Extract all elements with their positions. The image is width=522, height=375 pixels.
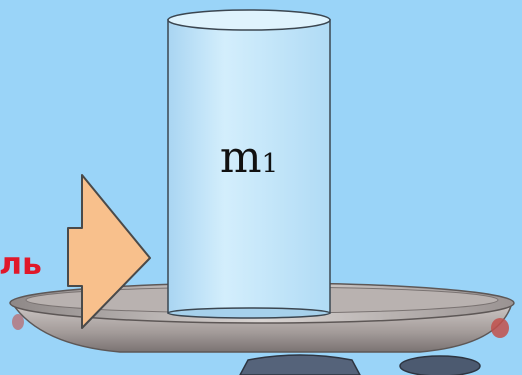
mass-label: m1: [168, 132, 330, 183]
mass-label-subscript: 1: [262, 149, 279, 179]
arrow-text: ль: [0, 247, 42, 282]
scale-base: [240, 355, 480, 375]
mass-label-letter: m: [220, 132, 262, 183]
